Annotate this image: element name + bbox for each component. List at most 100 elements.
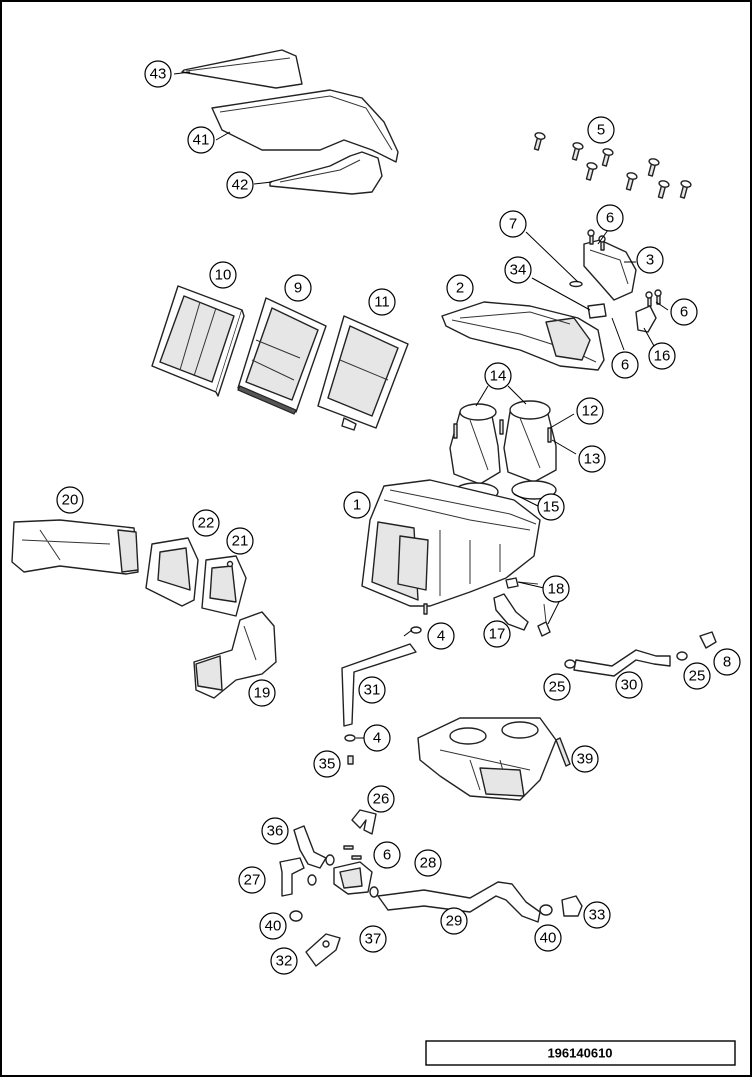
- callout-13: 13: [578, 445, 606, 473]
- svg-text:22: 22: [198, 515, 215, 532]
- part-20-intake-duct: [11, 519, 139, 575]
- svg-text:40: 40: [265, 918, 282, 935]
- svg-text:37: 37: [365, 931, 382, 948]
- callout-41: 41: [187, 126, 215, 154]
- callout-25: 25: [543, 673, 571, 701]
- diagram-id-box: 196140610: [425, 1040, 736, 1066]
- svg-text:36: 36: [267, 823, 284, 840]
- svg-text:20: 20: [62, 492, 79, 509]
- svg-text:4: 4: [373, 730, 381, 747]
- svg-text:25: 25: [549, 679, 566, 696]
- callout-9: 9: [284, 274, 312, 302]
- svg-text:12: 12: [582, 403, 599, 420]
- part-29-hose: [377, 881, 541, 923]
- callout-29: 29: [440, 907, 468, 935]
- callout-15: 15: [537, 493, 565, 521]
- part-28-valve: [333, 861, 373, 895]
- svg-text:9: 9: [294, 280, 302, 297]
- throttle-body-assembly: [417, 717, 557, 801]
- callout-11: 11: [368, 288, 396, 316]
- callout-32: 32: [270, 947, 298, 975]
- callout-19: 19: [248, 679, 276, 707]
- svg-text:10: 10: [215, 267, 232, 284]
- svg-text:31: 31: [364, 682, 381, 699]
- svg-text:18: 18: [548, 581, 565, 598]
- svg-text:7: 7: [509, 216, 517, 233]
- svg-text:14: 14: [490, 368, 507, 385]
- svg-text:42: 42: [232, 177, 249, 194]
- callout-6: 6: [596, 204, 624, 232]
- svg-text:39: 39: [577, 751, 594, 768]
- callout-42: 42: [226, 171, 254, 199]
- callout-34: 34: [504, 256, 532, 284]
- part-43-pad: [181, 49, 303, 89]
- svg-text:6: 6: [606, 210, 614, 227]
- svg-text:35: 35: [319, 756, 336, 773]
- callout-6: 6: [611, 351, 639, 379]
- callout-36: 36: [261, 817, 289, 845]
- part-40-cap-left: [289, 910, 303, 922]
- part-35-plug: [347, 755, 354, 765]
- svg-text:2: 2: [456, 280, 464, 297]
- callout-30: 30: [615, 671, 643, 699]
- part-10-filter: [151, 285, 245, 397]
- part-37-clamps: [307, 854, 379, 898]
- callout-17: 17: [483, 620, 511, 648]
- svg-text:40: 40: [540, 930, 557, 947]
- part-8-valve: [699, 631, 717, 649]
- part-32-flange: [305, 933, 341, 967]
- callout-14: 14: [484, 362, 512, 390]
- part-6-bolts-top: [587, 229, 662, 307]
- part-27-hose: [279, 857, 305, 897]
- part-41-cover: [211, 89, 399, 163]
- part-14-intake-funnels: [449, 400, 557, 485]
- svg-text:32: 32: [276, 953, 293, 970]
- part-7-clip: [569, 280, 583, 288]
- svg-text:21: 21: [232, 533, 249, 550]
- part-42-pad: [269, 151, 383, 195]
- part-16-valve: [635, 305, 657, 333]
- svg-text:27: 27: [244, 872, 261, 889]
- callout-26: 26: [367, 785, 395, 813]
- callout-20: 20: [56, 486, 84, 514]
- part-33-valve: [561, 895, 583, 917]
- callout-4: 4: [363, 724, 391, 752]
- part-4-clamp-lower: [344, 734, 356, 742]
- svg-text:19: 19: [254, 685, 271, 702]
- svg-text:29: 29: [446, 913, 463, 930]
- part-19-duct-elbow: [193, 611, 277, 699]
- svg-text:15: 15: [543, 499, 560, 516]
- svg-text:8: 8: [723, 654, 731, 671]
- part-25-clamp-right: [676, 651, 688, 661]
- svg-text:26: 26: [373, 791, 390, 808]
- part-25-clamp-left: [564, 659, 576, 669]
- part-9-filter-frame: [237, 297, 327, 415]
- callout-3: 3: [636, 246, 664, 274]
- callout-5: 5: [587, 116, 615, 144]
- callout-40: 40: [534, 924, 562, 952]
- callout-6: 6: [670, 298, 698, 326]
- svg-text:4: 4: [437, 628, 445, 645]
- part-31-hose: [341, 643, 417, 727]
- part-6-bolts-bottom: [343, 845, 362, 860]
- svg-text:30: 30: [621, 677, 638, 694]
- callout-31: 31: [358, 676, 386, 704]
- part-4-clamp-upper: [410, 626, 422, 634]
- svg-text:6: 6: [680, 304, 688, 321]
- svg-text:28: 28: [420, 855, 437, 872]
- callout-16: 16: [648, 342, 676, 370]
- callout-33: 33: [583, 901, 611, 929]
- leader-lines: [173, 71, 669, 739]
- part-26-bracket: [351, 809, 377, 835]
- callout-43: 43: [144, 60, 172, 88]
- svg-text:3: 3: [646, 252, 654, 269]
- svg-text:17: 17: [489, 626, 506, 643]
- callout-8: 8: [713, 648, 741, 676]
- callout-40: 40: [259, 912, 287, 940]
- callout-35: 35: [313, 750, 341, 778]
- svg-text:5: 5: [597, 122, 605, 139]
- part-30-hose: [573, 649, 671, 677]
- callout-39: 39: [571, 745, 599, 773]
- callout-25: 25: [683, 662, 711, 690]
